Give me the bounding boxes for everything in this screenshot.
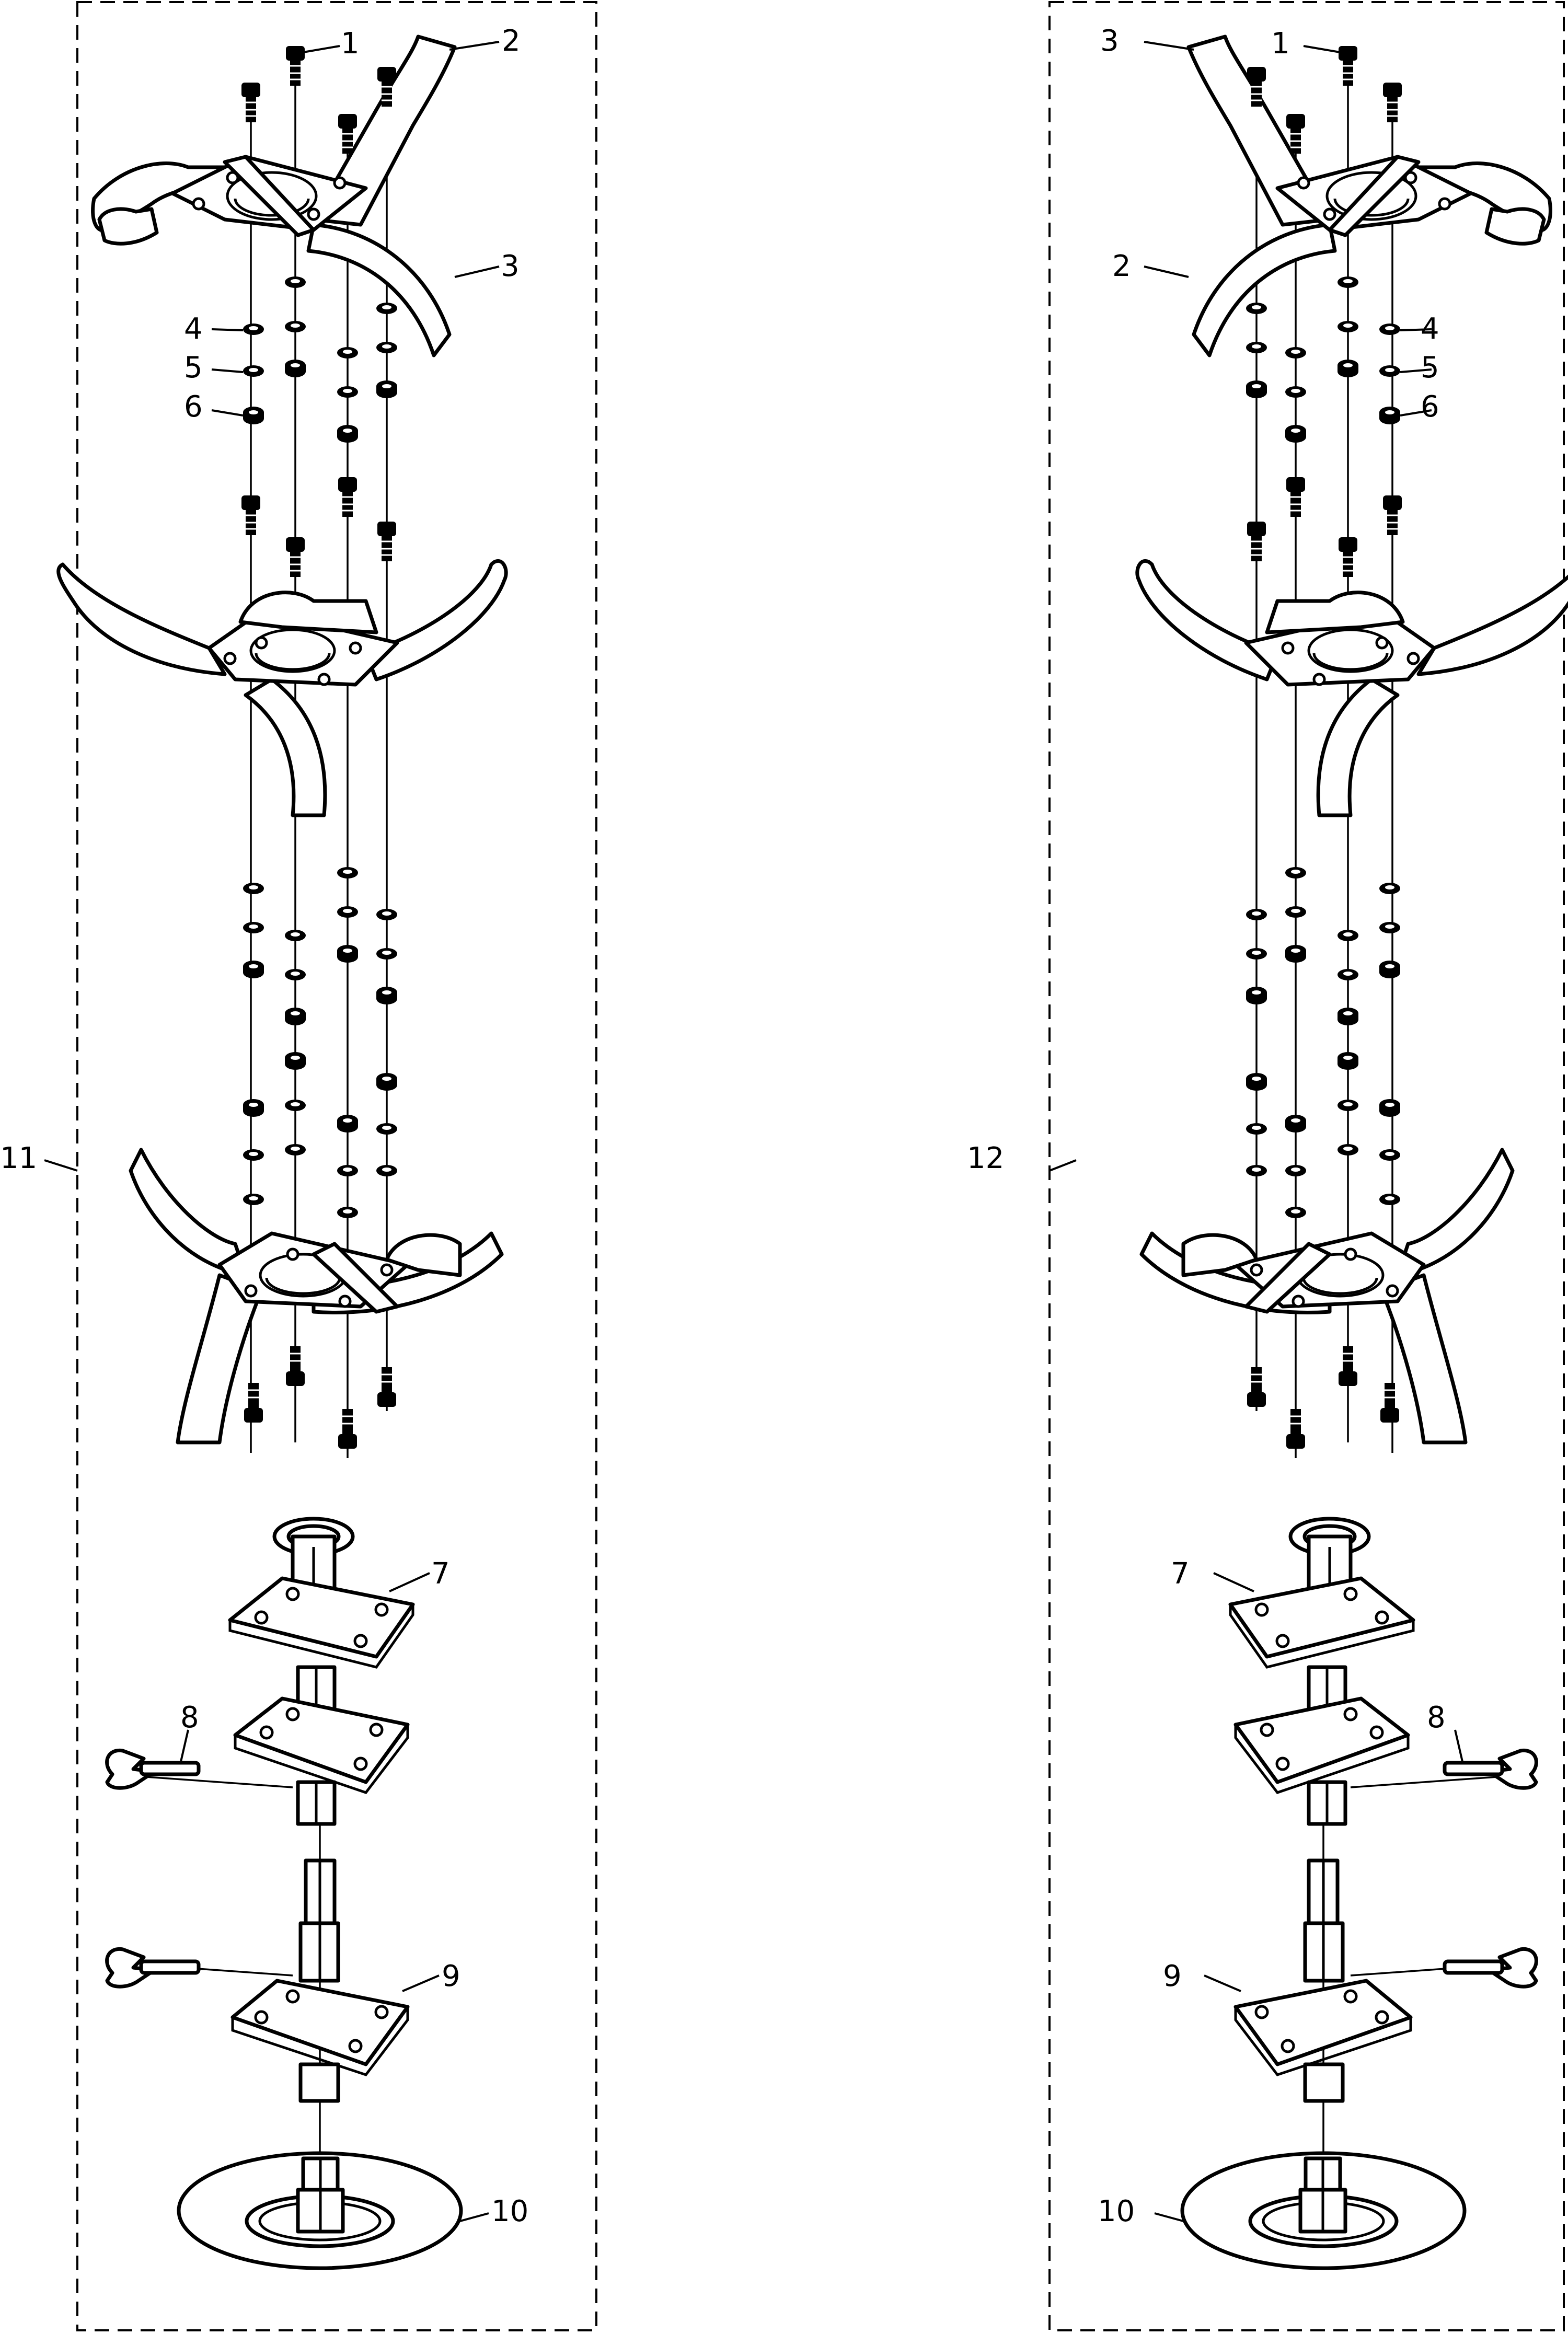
right-saddle-stage-1 — [1189, 37, 1550, 355]
right-callout-6: 6 — [1421, 390, 1439, 424]
left-callout-5: 5 — [184, 351, 203, 385]
right-callout-2: 2 — [1112, 249, 1131, 283]
right-leader-lines — [1049, 41, 1464, 2222]
right-callout-3: 3 — [1100, 24, 1119, 58]
left-callouts: 1 2 3 4 5 6 7 8 9 10 11 — [0, 24, 528, 2228]
right-kit-frame — [1048, 1, 1565, 2331]
left-kit-label: 11 — [0, 1141, 37, 1175]
left-saddle-stage-1 — [93, 37, 455, 355]
right-kit-group: 1 3 2 4 5 6 7 8 9 10 12 — [967, 1, 1568, 2331]
right-saddle-stage-2 — [1137, 561, 1568, 815]
right-callout-7: 7 — [1171, 1557, 1190, 1591]
right-kit-label: 12 — [967, 1141, 1004, 1175]
right-post-assembly — [1182, 1519, 1465, 2268]
right-pin-upper — [1445, 1750, 1536, 1788]
right-pin-lower — [1445, 1949, 1536, 1986]
right-callout-1: 1 — [1271, 27, 1290, 61]
left-callout-10: 10 — [491, 2194, 528, 2228]
left-saddle-stage-2 — [59, 561, 506, 815]
left-callout-3: 3 — [501, 249, 520, 283]
right-callout-8: 8 — [1427, 1701, 1446, 1735]
left-saddle-stage-3 — [131, 1150, 502, 1442]
left-callout-6: 6 — [184, 390, 203, 424]
left-pin-lower — [107, 1949, 199, 1986]
left-callout-1: 1 — [341, 27, 360, 61]
left-kit-frame — [76, 1, 597, 2331]
left-kit-group: 1 2 3 4 5 6 7 8 9 10 11 — [0, 1, 597, 2331]
left-callout-2: 2 — [502, 24, 521, 58]
left-post-assembly — [179, 1519, 461, 2268]
left-pin-upper — [107, 1750, 199, 1788]
left-callout-4: 4 — [184, 312, 203, 346]
right-saddle-stage-3 — [1142, 1150, 1513, 1442]
right-callouts: 1 3 2 4 5 6 7 8 9 10 12 — [967, 24, 1446, 2228]
right-callout-10: 10 — [1098, 2194, 1135, 2228]
right-callout-4: 4 — [1421, 312, 1439, 346]
left-callout-7: 7 — [431, 1557, 450, 1591]
left-callout-9: 9 — [442, 1959, 460, 1993]
right-callout-5: 5 — [1421, 351, 1439, 385]
right-callout-9: 9 — [1163, 1959, 1182, 1993]
left-callout-8: 8 — [180, 1701, 199, 1735]
